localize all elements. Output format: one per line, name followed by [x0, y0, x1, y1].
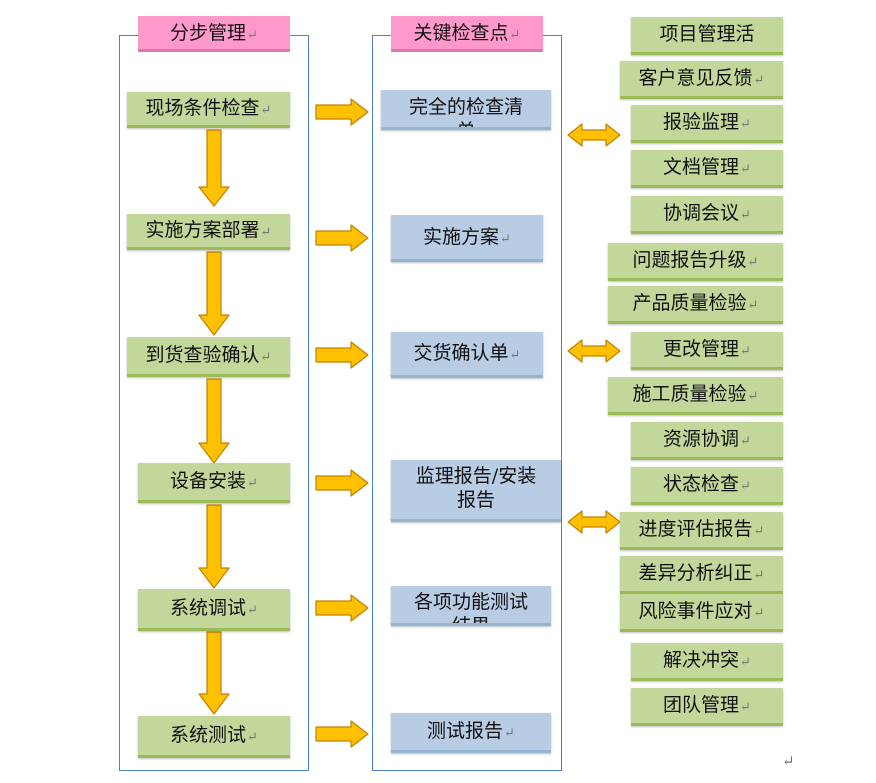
activity-box: 文档管理 [631, 150, 783, 188]
checkpoint-box: 各项功能测试 结果 [391, 586, 551, 626]
double-arrow-3 [567, 510, 621, 534]
double-arrow-1 [567, 123, 621, 147]
step-box: 现场条件检查 [127, 92, 290, 128]
activity-box: 产品质量检验 [608, 286, 783, 324]
steps-header: 分步管理 [138, 16, 290, 52]
activity-box: 项目管理活 [631, 17, 783, 55]
activity-box: 状态检查 [631, 467, 783, 505]
activity-box: 进度评估报告 [620, 512, 783, 550]
step-box: 实施方案部署 [127, 214, 290, 250]
checkpoint-box: 监理报告/安装 报告 [391, 460, 561, 522]
down-arrow-5 [198, 631, 230, 715]
double-arrow-2 [567, 339, 621, 363]
right-arrow-6 [315, 720, 369, 748]
activity-box: 协调会议 [631, 196, 783, 234]
right-arrow-2 [315, 224, 369, 252]
down-arrow-3 [198, 378, 230, 464]
down-arrow-1 [198, 129, 230, 207]
step-box: 设备安装 [138, 463, 290, 503]
activity-box: 风险事件应对 [620, 594, 783, 632]
activity-box: 差异分析纠正 [620, 556, 783, 594]
activity-box: 解决冲突 [631, 643, 783, 681]
activity-box: 资源协调 [631, 422, 783, 460]
down-arrow-2 [198, 251, 230, 336]
paragraph-mark-icon: ↵ [782, 752, 795, 770]
checkpoint-box: 交货确认单 [391, 332, 543, 378]
right-arrow-1 [315, 98, 369, 126]
activity-box: 问题报告升级 [608, 243, 783, 281]
activity-box: 团队管理 [631, 688, 783, 726]
checkpoint-box: 完全的检查清 单 [381, 90, 551, 130]
checkpoint-box: 实施方案 [391, 215, 543, 262]
activity-box: 客户意见反馈 [620, 61, 783, 99]
down-arrow-4 [198, 504, 230, 589]
activity-box: 施工质量检验 [608, 377, 783, 415]
step-box: 系统测试 [138, 716, 290, 758]
step-box: 到货查验确认 [127, 337, 290, 377]
step-box: 系统调试 [138, 589, 290, 631]
activity-box: 报验监理 [631, 105, 783, 143]
activity-box: 更改管理 [631, 332, 783, 370]
right-arrow-4 [315, 469, 369, 497]
checkpoints-header: 关键检查点 [391, 16, 543, 52]
right-arrow-3 [315, 341, 369, 369]
right-arrow-5 [315, 594, 369, 622]
checkpoint-box: 测试报告 [391, 713, 551, 753]
